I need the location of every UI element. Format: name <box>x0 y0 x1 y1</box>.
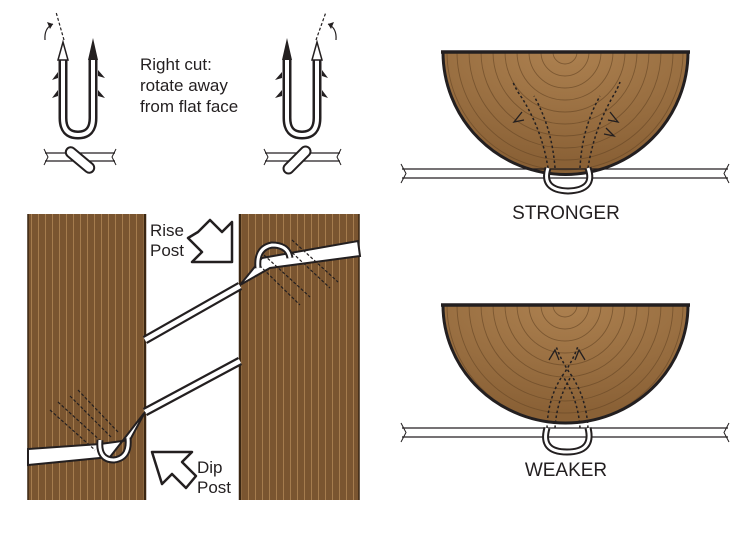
weaker-label: WEAKER <box>525 460 607 481</box>
log-cross-section-stronger <box>400 50 730 195</box>
rise-post-arrow-icon <box>186 218 234 264</box>
rise-post-staple <box>239 239 362 306</box>
stronger-label: STRONGER <box>512 203 620 224</box>
instruction-line-3: from flat face <box>140 97 238 116</box>
log-cross-section-weaker <box>400 303 730 456</box>
dip-post-arrow-icon <box>150 450 198 490</box>
rise-post-label-line-2: Post <box>150 241 184 260</box>
instruction-line-2: rotate away <box>140 76 228 95</box>
dip-post-label-line-2: Post <box>197 478 231 497</box>
fence-wires <box>142 282 243 416</box>
dip-post-staple <box>27 389 146 467</box>
rise-post-label-line-1: Rise <box>150 221 184 240</box>
dip-post-label-line-1: Dip <box>197 458 223 477</box>
instruction-line-1: Right cut: <box>140 55 212 74</box>
staple-left-illustration <box>43 11 117 174</box>
staple-right-illustration <box>263 11 342 175</box>
